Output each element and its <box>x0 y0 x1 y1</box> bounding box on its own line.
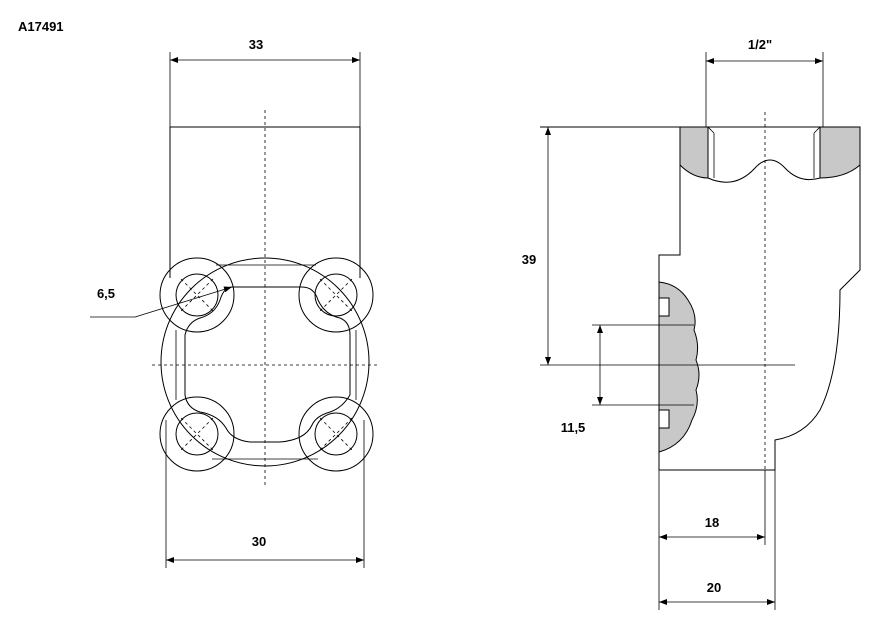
dim-39-label: 39 <box>522 252 536 267</box>
thread-chamfer-left <box>707 126 715 134</box>
flange-slot-upper <box>658 297 670 317</box>
dim-6-5-label: 6,5 <box>97 286 115 301</box>
side-body-outline <box>658 127 861 471</box>
thread-wall-right <box>819 126 861 179</box>
dim-thread-label: 1/2" <box>748 37 772 52</box>
bolt-hole-top-left <box>175 273 219 317</box>
dim-30-label: 30 <box>252 534 266 549</box>
bolt-hole-bottom-right <box>314 412 358 456</box>
thread-wall-left <box>679 126 709 179</box>
hole-center-marks <box>180 278 353 451</box>
flange-slot-lower <box>658 409 670 429</box>
dim-11-5-label: 11,5 <box>561 420 586 435</box>
thread-chamfer-right <box>813 126 821 134</box>
bolt-boss-top-left <box>159 257 235 333</box>
bolt-boss-top-right <box>298 257 374 333</box>
front-view: 33 6,5 30 <box>90 37 378 568</box>
dim-33-label: 33 <box>249 37 263 52</box>
dim-20-label: 20 <box>707 580 721 595</box>
drawing-code: A17491 <box>18 19 64 34</box>
bolt-boss-bottom-right <box>298 396 374 472</box>
bolt-boss-bottom-left <box>159 396 235 472</box>
dim-18-label: 18 <box>705 515 719 530</box>
dim-6-5-leader <box>134 286 233 318</box>
side-view: 1/2" 39 11,5 18 20 <box>522 37 861 610</box>
bolt-hole-top-right <box>314 273 358 317</box>
port-inner-outline <box>184 286 351 443</box>
bore-bottom-profile <box>707 159 821 183</box>
bolt-hole-bottom-left <box>175 412 219 456</box>
